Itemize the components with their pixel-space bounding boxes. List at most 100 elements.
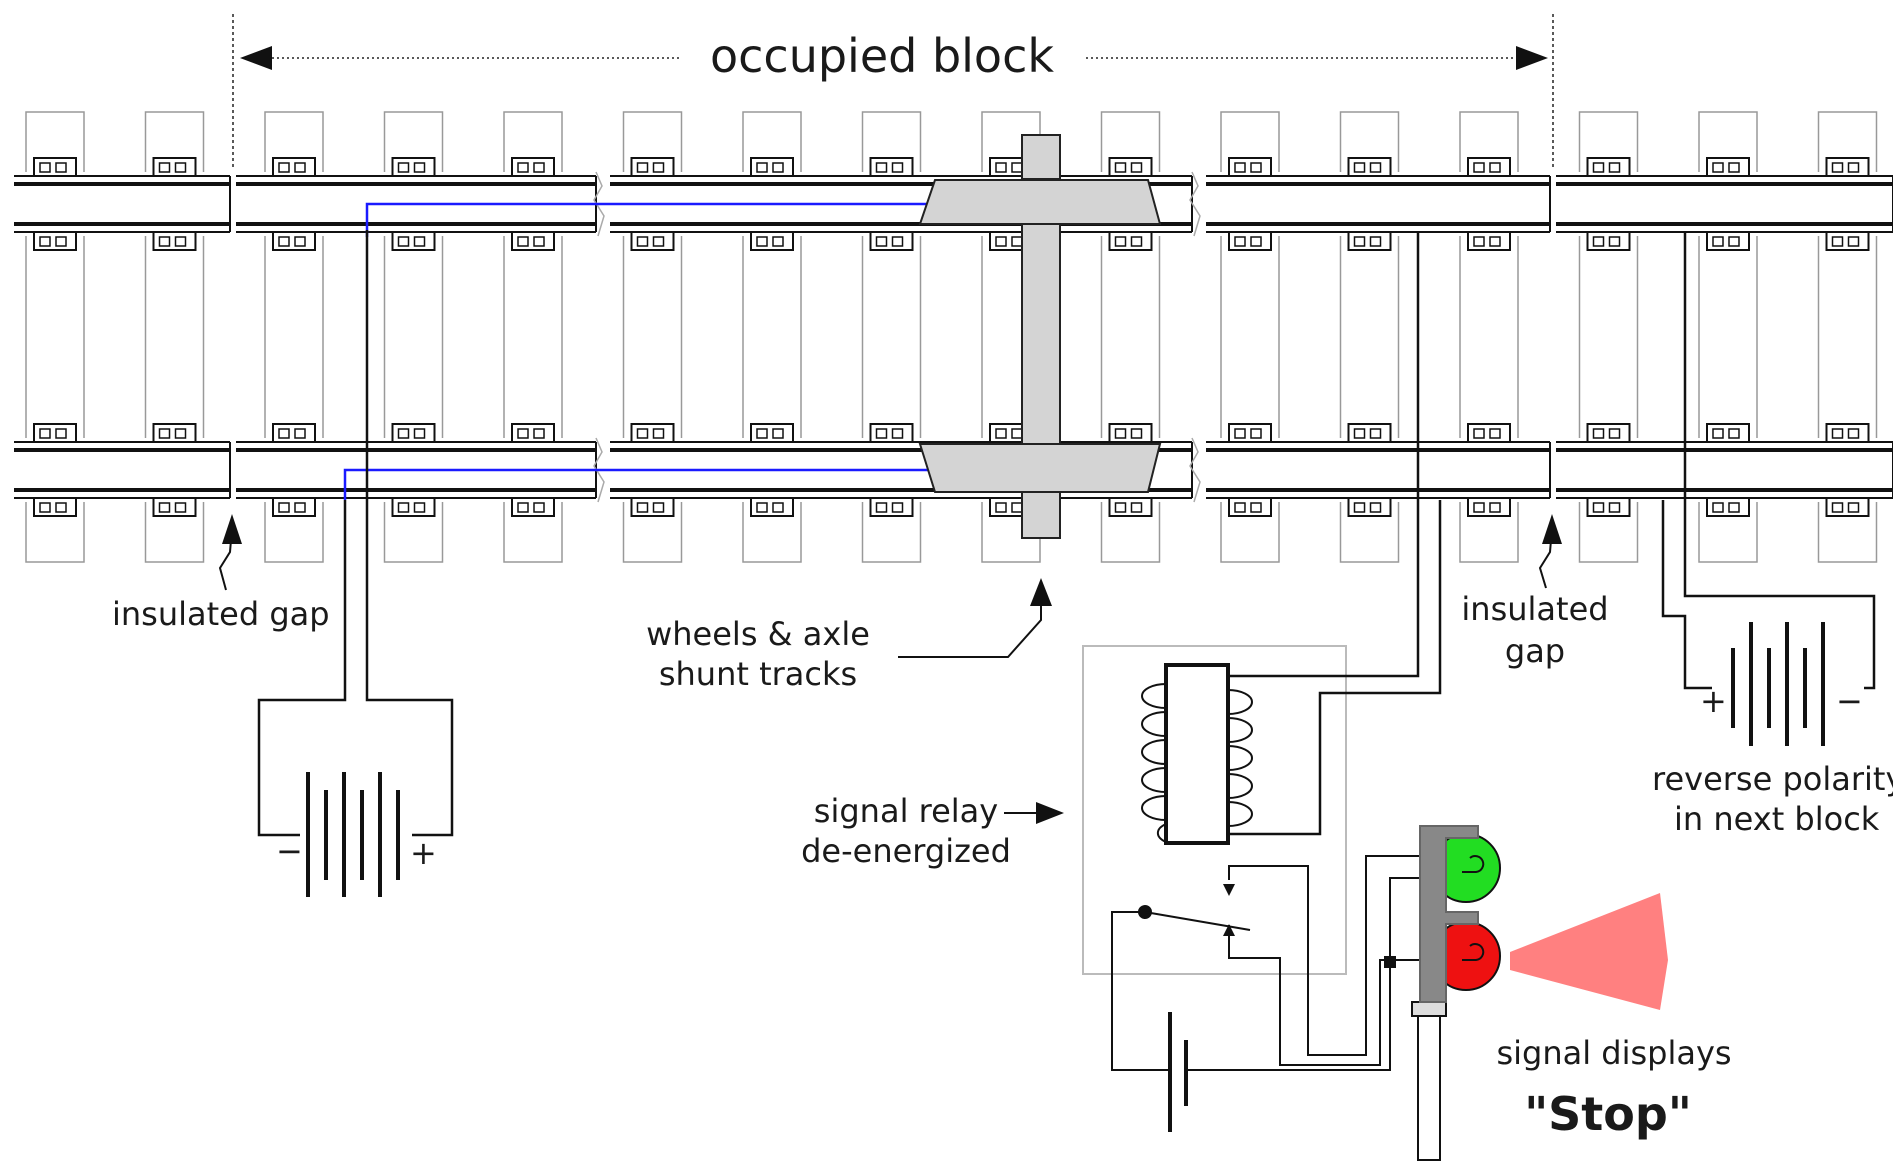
spike xyxy=(1250,428,1262,439)
spike xyxy=(772,428,784,439)
spike xyxy=(1592,162,1605,173)
spike xyxy=(636,162,649,173)
spike xyxy=(1353,502,1366,513)
spike xyxy=(652,162,665,173)
spike xyxy=(995,428,1007,439)
right-battery-circuit xyxy=(1661,232,1876,690)
wheel-bottom xyxy=(918,443,1162,493)
spike xyxy=(1712,236,1724,247)
rail-segment xyxy=(14,438,230,502)
spike xyxy=(1728,162,1740,173)
rail-segment xyxy=(1206,172,1550,236)
spike xyxy=(772,162,784,173)
spike xyxy=(55,236,67,247)
spike xyxy=(533,236,545,247)
spike xyxy=(55,428,67,439)
spike xyxy=(533,162,545,173)
axle-end-top xyxy=(1021,134,1061,180)
spike xyxy=(1592,236,1605,247)
spike xyxy=(1473,236,1485,247)
spike xyxy=(636,236,649,247)
spike xyxy=(413,502,426,513)
rail-segment xyxy=(1206,438,1550,502)
spike xyxy=(174,502,187,513)
spike xyxy=(1473,162,1485,173)
spike xyxy=(891,428,904,439)
spike xyxy=(158,502,171,513)
spike xyxy=(1847,162,1860,173)
rail-breaks xyxy=(593,171,1201,503)
wheels-pointer xyxy=(898,578,1052,658)
spike xyxy=(652,236,665,247)
spike xyxy=(756,162,768,173)
spike xyxy=(1831,428,1844,439)
spike xyxy=(1250,162,1262,173)
spike xyxy=(1728,428,1740,439)
spike xyxy=(1831,502,1844,513)
spike xyxy=(413,428,426,439)
spike xyxy=(1353,428,1366,439)
break-mark xyxy=(593,437,605,503)
spike xyxy=(1130,162,1143,173)
spike xyxy=(39,502,51,513)
rail-segment xyxy=(1556,438,1893,502)
spike xyxy=(278,236,290,247)
spike xyxy=(1234,428,1246,439)
spike xyxy=(1353,236,1366,247)
spike xyxy=(652,428,665,439)
spike xyxy=(158,236,171,247)
spike xyxy=(995,162,1007,173)
spike xyxy=(413,162,426,173)
signal-displays-label: signal displays xyxy=(1496,1034,1731,1072)
occupied-block-label: occupied block xyxy=(710,29,1054,83)
spike xyxy=(1234,502,1246,513)
spike xyxy=(1608,236,1621,247)
spike xyxy=(1847,502,1860,513)
spike xyxy=(875,162,888,173)
spike xyxy=(397,428,410,439)
spike xyxy=(1847,236,1860,247)
spike xyxy=(39,236,51,247)
wire-junction xyxy=(1384,956,1396,968)
light-beam xyxy=(1510,893,1668,1010)
spike xyxy=(517,502,529,513)
spike xyxy=(1473,428,1485,439)
axle-end-bottom xyxy=(1021,489,1061,539)
insulated-gap-right-line2: gap xyxy=(1505,632,1565,670)
relay-label-line2: de-energized xyxy=(801,832,1011,870)
reverse-polarity-line1: reverse polarity xyxy=(1652,760,1893,798)
spike xyxy=(1369,162,1382,173)
relay-label-line1: signal relay xyxy=(814,792,998,830)
wheels-and-axle xyxy=(918,134,1162,539)
break-mark xyxy=(1189,171,1201,237)
spike xyxy=(875,502,888,513)
left-battery-minus: − xyxy=(276,832,303,870)
spike xyxy=(756,236,768,247)
spike xyxy=(1114,236,1127,247)
wheel-top xyxy=(918,179,1162,225)
spike xyxy=(1234,236,1246,247)
spike xyxy=(174,428,187,439)
spike xyxy=(1369,236,1382,247)
reverse-polarity-line2: in next block xyxy=(1674,800,1880,838)
spike xyxy=(636,428,649,439)
spike xyxy=(1712,428,1724,439)
spike xyxy=(158,428,171,439)
insulated-gap-left-arrow xyxy=(218,514,242,591)
spike xyxy=(1592,428,1605,439)
spike xyxy=(1847,428,1860,439)
insulated-gap-left-label: insulated gap xyxy=(112,595,330,633)
left-battery-plus: + xyxy=(410,834,437,872)
arrow-left xyxy=(240,46,272,70)
contact-arrow-bottom xyxy=(1223,924,1235,936)
break-mark xyxy=(1189,437,1201,503)
spike xyxy=(995,236,1007,247)
wheels-label-line2: shunt tracks xyxy=(659,655,857,693)
rail-segment xyxy=(14,172,230,236)
spike xyxy=(756,502,768,513)
signal-hood xyxy=(1419,825,1479,1003)
signal-battery xyxy=(1168,1012,1188,1132)
arrow-right xyxy=(1516,46,1548,70)
